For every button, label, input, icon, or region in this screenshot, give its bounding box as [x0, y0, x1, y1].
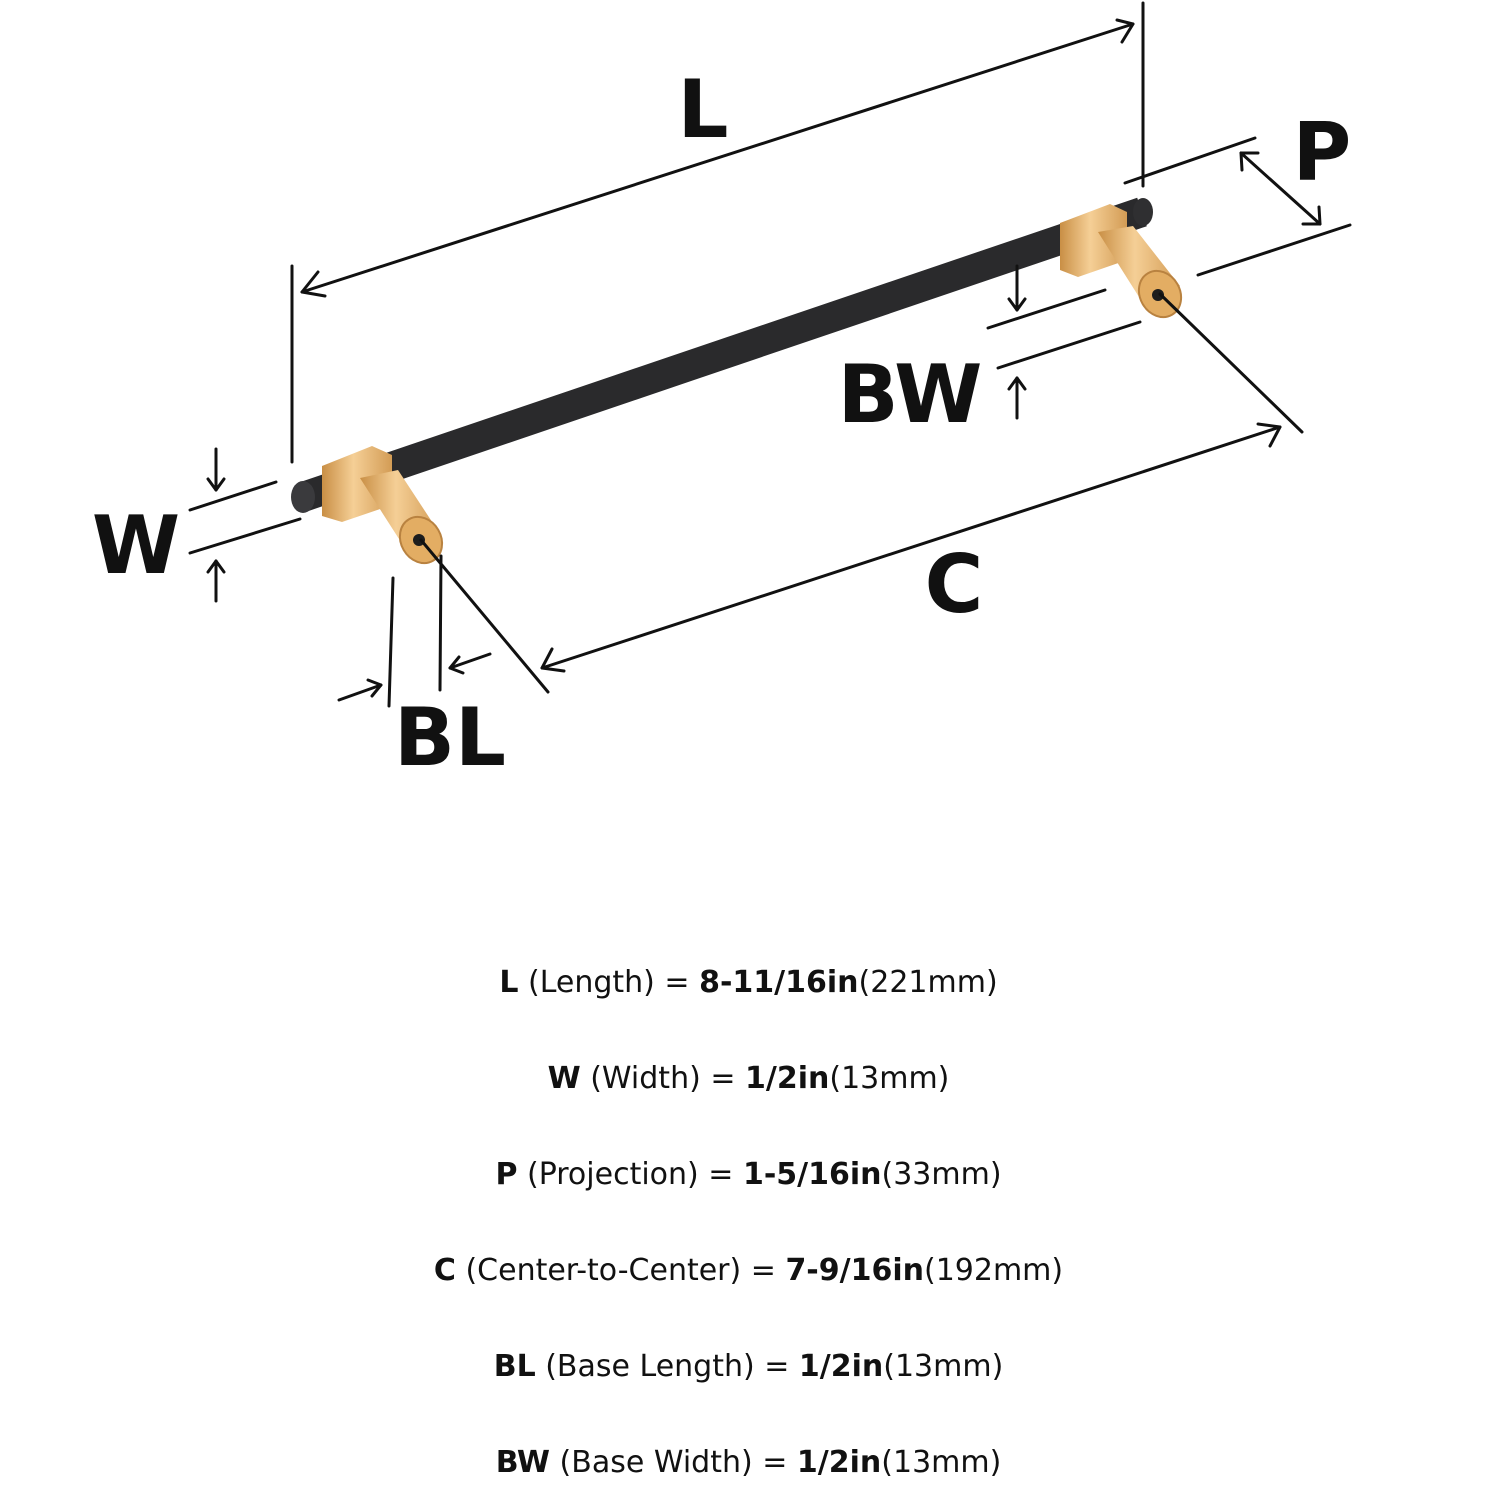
spec-name: (Width) = [580, 1061, 745, 1096]
c-dimension-line [540, 425, 1282, 670]
handle-bar [298, 197, 1147, 512]
w-extension-top [188, 480, 278, 512]
bw-arrowhead-top [1007, 297, 1027, 312]
p-extension-bottom [1196, 223, 1352, 277]
l-arrowhead-right [1115, 18, 1135, 44]
spec-name: (Length) = [518, 965, 700, 1000]
spec-imperial: 8-11/16in [699, 965, 859, 1000]
dimension-diagram: L P BW W C BL [92, 1, 1352, 784]
spec-row-width: W (Width) = 1/2in(13mm) [0, 1031, 1497, 1127]
label-bl: BL [394, 691, 506, 784]
spec-imperial: 7-9/16in [785, 1253, 924, 1288]
bw-arrowhead-bottom [1007, 376, 1027, 391]
spec-row-center-to-center: C (Center-to-Center) = 7-9/16in(192mm) [0, 1223, 1497, 1319]
handle-bar-end-left [291, 481, 315, 513]
label-l: L [678, 63, 729, 156]
p-dimension-line [1239, 151, 1322, 226]
c-arrowhead-right [1256, 422, 1282, 448]
right-screw-hole [1152, 289, 1164, 301]
w-extension-bottom [188, 517, 302, 555]
spec-imperial: 1/2in [798, 1349, 884, 1384]
spec-metric: (192mm) [923, 1253, 1064, 1288]
p-extension-top [1123, 136, 1257, 185]
w-arrowhead-top [206, 477, 226, 492]
dimension-labels: L P BW W C BL [92, 63, 1351, 784]
spec-metric: (221mm) [858, 965, 998, 1000]
bw-extension-bottom [996, 320, 1142, 370]
right-base [1060, 204, 1183, 319]
bl-arrow-left [337, 683, 383, 702]
spec-abbr: P [495, 1157, 518, 1192]
spec-row-length: L (Length) = 8-11/16in(221mm) [0, 935, 1497, 1031]
c-arrowhead-left [540, 647, 566, 673]
spec-name: (Base Length) = [535, 1349, 799, 1384]
spec-row-projection: P (Projection) = 1-5/16in(33mm) [0, 1127, 1497, 1223]
label-bw: BW [838, 348, 983, 441]
spec-metric: (13mm) [881, 1445, 1002, 1480]
specifications-list: L (Length) = 8-11/16in(221mm) W (Width) … [0, 935, 1497, 1511]
spec-abbr: L [499, 965, 519, 1000]
spec-metric: (13mm) [829, 1061, 950, 1096]
spec-metric: (13mm) [883, 1349, 1004, 1384]
bl-extension-right [438, 554, 443, 692]
label-c: C [925, 538, 984, 631]
spec-name: (Base Width) = [550, 1445, 797, 1480]
spec-imperial: 1/2in [796, 1445, 882, 1480]
p-arrowhead-bottom [1301, 205, 1322, 226]
spec-row-base-length: BL (Base Length) = 1/2in(13mm) [0, 1319, 1497, 1415]
spec-name: (Projection) = [517, 1157, 743, 1192]
w-arrowhead-bottom [206, 559, 226, 574]
handle-illustration [291, 197, 1183, 565]
l-arrowhead-left [300, 270, 327, 298]
label-p: P [1293, 106, 1352, 199]
spec-abbr: C [433, 1253, 456, 1288]
dimension-lines [188, 1, 1352, 708]
bl-arrowhead-left [366, 678, 383, 698]
p-arrowhead-top [1239, 151, 1260, 172]
spec-abbr: BL [493, 1349, 536, 1384]
bl-arrow-right [448, 652, 492, 670]
handle-bar-end-right [1133, 198, 1153, 226]
spec-abbr: BW [495, 1445, 551, 1480]
spec-metric: (33mm) [881, 1157, 1002, 1192]
label-w: W [92, 499, 180, 592]
spec-abbr: W [547, 1061, 581, 1096]
spec-name: (Center-to-Center) = [455, 1253, 786, 1288]
spec-row-base-width: BW (Base Width) = 1/2in(13mm) [0, 1415, 1497, 1511]
spec-imperial: 1/2in [745, 1061, 830, 1096]
bw-extension-top [986, 288, 1107, 330]
bl-extension-left [387, 576, 395, 708]
l-dimension-line [300, 22, 1135, 294]
bl-arrowhead-right [448, 655, 465, 675]
c-extension-right [1158, 292, 1304, 434]
spec-imperial: 1-5/16in [742, 1157, 882, 1192]
